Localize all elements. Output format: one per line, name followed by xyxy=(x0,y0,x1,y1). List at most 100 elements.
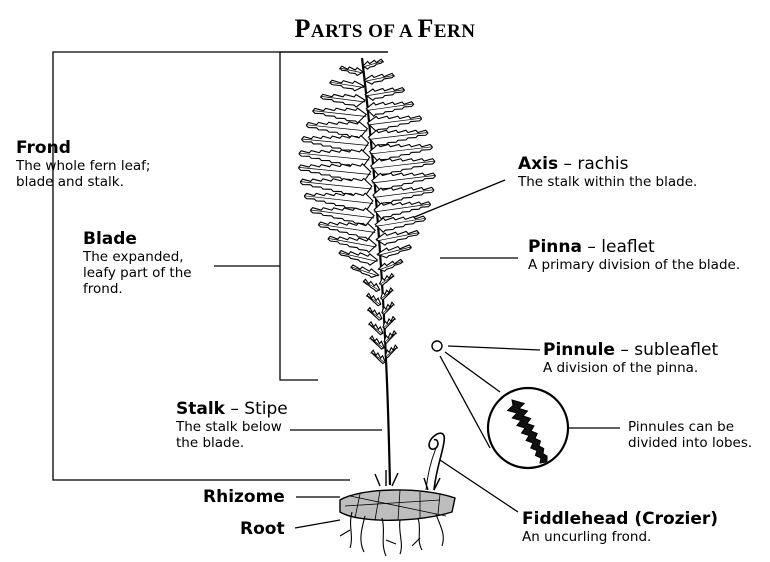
stalk-synonym: – Stipe xyxy=(224,399,288,419)
fern-leaflet xyxy=(362,278,381,293)
leaflet-midrib xyxy=(372,189,434,198)
fern-leaflet xyxy=(364,86,405,102)
leaflet-midrib xyxy=(339,252,378,262)
pinnule-pointer xyxy=(447,345,541,351)
leaflet-midrib xyxy=(306,124,368,132)
axis-synonym: – rachis xyxy=(558,154,629,174)
pinnule-magnifier xyxy=(486,386,570,470)
blade-desc-1: The expanded, xyxy=(83,249,184,265)
leaflet-midrib xyxy=(369,337,385,349)
zoom-line-upper xyxy=(444,351,501,393)
fern-leaflet xyxy=(338,249,379,266)
frond-term: Frond xyxy=(16,138,71,158)
leaflet-midrib xyxy=(382,318,396,329)
leaflet-midrib xyxy=(376,232,419,242)
leaflet-midrib xyxy=(318,223,376,233)
leaflet-midrib xyxy=(299,152,370,161)
leaflet-midrib xyxy=(350,266,379,277)
root-pointer xyxy=(294,519,341,529)
leaflet-midrib xyxy=(367,117,422,126)
leaflet-midrib xyxy=(368,323,384,335)
pinnule-marker xyxy=(431,340,443,352)
blade-term: Blade xyxy=(83,229,137,249)
diagram-title: PARTS OF A FERN xyxy=(294,14,476,43)
leaflet-midrib xyxy=(362,60,384,68)
pinnule-label: Pinnule – subleaflet A division of the p… xyxy=(543,340,719,377)
blade-label: Blade The expanded, leafy part of the fr… xyxy=(83,229,192,298)
blade-desc-2: leafy part of the xyxy=(83,265,192,281)
leaflet-midrib xyxy=(371,351,386,364)
stalk-term: Stalk xyxy=(176,399,225,419)
lobes-note-1: Pinnules can be xyxy=(628,419,735,435)
fiddlehead-term: Fiddlehead (Crozier) xyxy=(522,509,719,529)
leaflet-midrib xyxy=(368,132,428,140)
fern-leaflet xyxy=(366,292,382,307)
roots-drawing xyxy=(339,511,444,557)
magnified-pinnule-shape xyxy=(506,399,548,464)
pinnule-term: Pinnule xyxy=(543,340,615,360)
zoom-line-lower xyxy=(439,355,491,449)
leaflet-midrib xyxy=(366,294,381,306)
lobes-note-2: divided into lobes. xyxy=(628,435,753,451)
axis-label: Axis – rachis The stalk within the blade… xyxy=(518,154,698,191)
blade-bracket xyxy=(279,51,388,381)
bracket-lines xyxy=(52,51,620,529)
leaflet-midrib xyxy=(312,110,367,117)
axis-desc: The stalk within the blade. xyxy=(518,174,698,190)
pinna-label: Pinna – leaflet A primary division of th… xyxy=(528,237,741,274)
magnified-pinnule xyxy=(506,399,548,464)
fern-pinnae xyxy=(298,58,436,365)
fern-leaflet xyxy=(374,215,426,233)
leaflet-midrib xyxy=(367,309,383,320)
leaflet-midrib xyxy=(371,175,436,184)
pinnule-synonym: – subleaflet xyxy=(614,340,719,360)
rhizome-drawing xyxy=(339,470,456,521)
frond-desc-1: The whole fern leaf; xyxy=(16,158,151,174)
frond-desc-2: blade and stalk. xyxy=(16,174,124,190)
fiddlehead-pointer xyxy=(439,459,519,513)
leaflet-midrib xyxy=(379,275,394,285)
root-term: Root xyxy=(240,519,285,539)
leaflet-midrib xyxy=(320,96,366,103)
leaflet-midrib xyxy=(380,289,393,300)
leaflet-midrib xyxy=(301,138,369,146)
leaflet-midrib xyxy=(378,260,403,271)
root-label: Root xyxy=(240,520,285,539)
leaflet-midrib xyxy=(339,67,363,74)
leaflet-midrib xyxy=(363,74,395,82)
blade-desc-3: frond. xyxy=(83,281,123,297)
pinna-synonym: – leaflet xyxy=(581,237,655,257)
stalk-desc-2: the blade. xyxy=(176,435,245,451)
leaflet-midrib xyxy=(381,303,395,314)
leaflet-midrib xyxy=(377,246,412,256)
axis-term: Axis xyxy=(518,154,559,174)
leaflet-midrib xyxy=(366,103,414,111)
leaflet-midrib xyxy=(329,81,365,88)
stalk-desc-1: The stalk below xyxy=(176,419,282,435)
frond-bracket xyxy=(52,51,388,481)
leaflet-midrib xyxy=(383,332,397,343)
fiddlehead-desc: An uncurling frond. xyxy=(522,529,652,545)
leaflet-midrib xyxy=(300,181,372,190)
fiddlehead-label: Fiddlehead (Crozier) An uncurling frond. xyxy=(522,509,719,546)
leaflet-midrib xyxy=(374,203,431,213)
rhizome-label: Rhizome xyxy=(203,488,285,507)
leaflet-midrib xyxy=(310,209,375,219)
leaflet-midrib xyxy=(298,167,371,175)
pinna-term: Pinna xyxy=(528,237,582,257)
leaflet-midrib xyxy=(328,238,377,248)
leaflet-midrib xyxy=(369,146,433,155)
leaflet-midrib xyxy=(375,217,426,227)
stalk-label: Stalk – Stipe The stalk below the blade. xyxy=(176,399,288,452)
fern-leaflet xyxy=(365,101,415,118)
fern-leaflet xyxy=(375,229,420,246)
leaflet-midrib xyxy=(385,346,398,358)
pinna-desc: A primary division of the blade. xyxy=(528,257,741,273)
leaflet-midrib xyxy=(370,160,435,169)
rhizome-term: Rhizome xyxy=(203,487,285,507)
fern-leaflet xyxy=(327,235,378,254)
fern-leaflet xyxy=(320,93,367,108)
pinnule-desc: A division of the pinna. xyxy=(543,360,699,376)
pinnule-lobes-note: Pinnules can be divided into lobes. xyxy=(628,419,752,451)
